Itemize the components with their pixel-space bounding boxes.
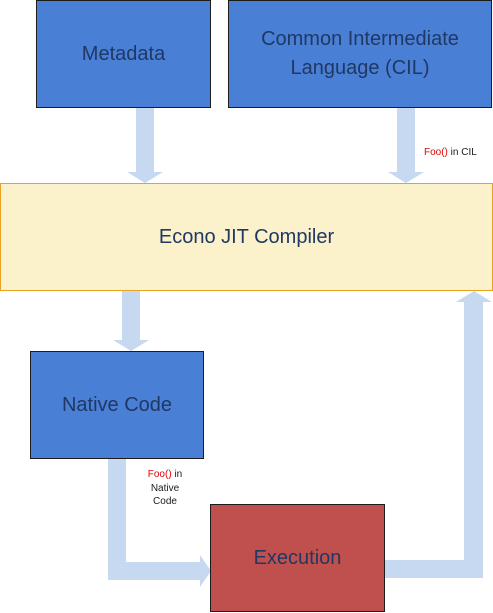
jit-compiler-box: Econo JIT Compiler	[0, 183, 493, 291]
arrow-execution-to-compiler	[385, 291, 492, 578]
execution-label: Execution	[253, 546, 342, 569]
native-annotation-line3: Code	[153, 496, 177, 507]
cil-annotation: Foo() in CIL	[424, 146, 477, 160]
native-annotation-line2: Native	[150, 482, 180, 494]
native-annotation-text: in	[171, 469, 183, 480]
cil-label-line2: Language (CIL)	[290, 57, 430, 79]
jit-compiler-label: Econo JIT Compiler	[158, 225, 335, 248]
cil-annotation-text: in CIL	[447, 147, 477, 158]
native-code-box: Native Code	[30, 351, 204, 459]
cil-label-line1: Common Intermediate	[261, 28, 459, 50]
execution-box: Execution	[210, 504, 385, 612]
metadata-box: Metadata	[36, 0, 211, 108]
native-code-label: Native Code	[61, 393, 173, 416]
arrow-metadata-to-compiler	[127, 108, 163, 183]
metadata-label: Metadata	[81, 42, 166, 65]
cil-annotation-function: Foo()	[424, 147, 448, 158]
arrow-compiler-to-native	[113, 291, 149, 351]
cil-box: Common Intermediate Language (CIL)	[228, 0, 492, 108]
native-annotation: Foo() in Native Code	[136, 468, 194, 509]
arrow-native-to-execution	[108, 459, 211, 587]
arrow-cil-to-compiler	[388, 108, 424, 183]
native-annotation-function: Foo()	[147, 469, 172, 480]
